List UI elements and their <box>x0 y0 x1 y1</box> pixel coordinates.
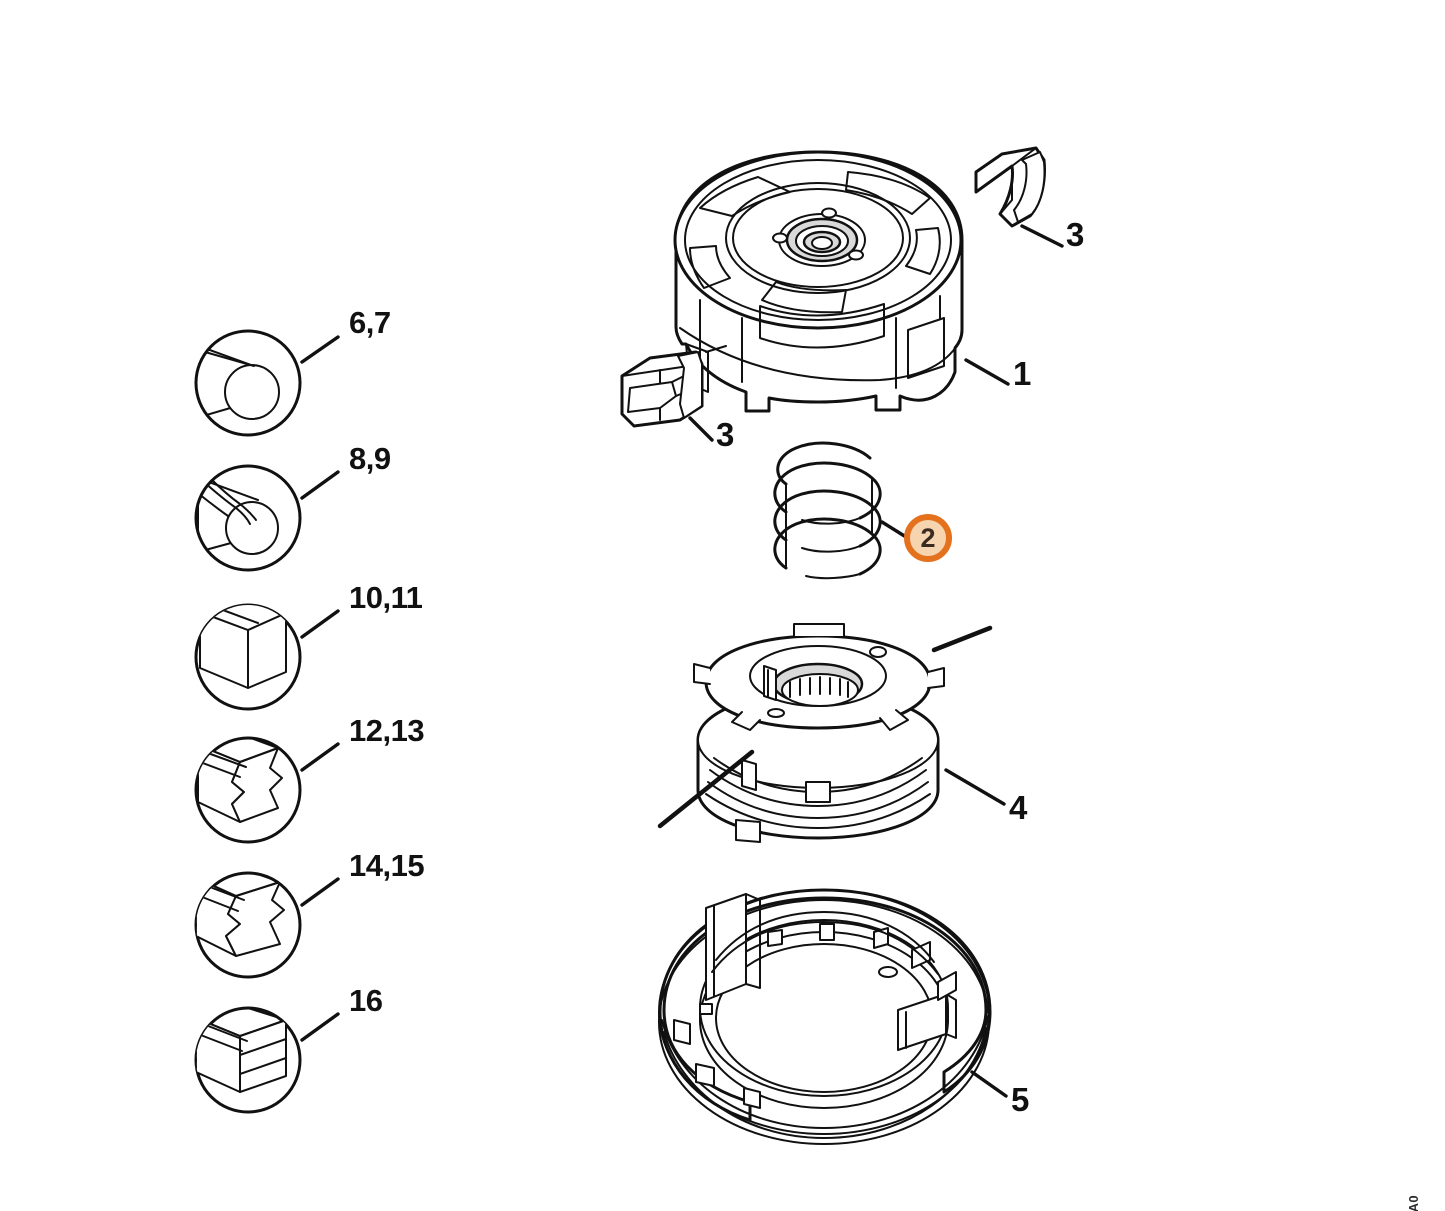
leader-part-3-lower <box>688 416 714 442</box>
callout-part-3-upper: 3 <box>1066 216 1084 253</box>
detail-label-12-13: 12,13 <box>349 713 425 748</box>
detail-label-10-11: 10,11 <box>349 580 423 615</box>
callout-part-4: 4 <box>1009 789 1027 826</box>
leader-part-3-upper <box>1020 224 1064 248</box>
part-cover-5 <box>658 888 992 1145</box>
detail-circle-10-11 <box>194 603 340 711</box>
part-clip-3-upper <box>974 146 1046 228</box>
highlight-badge-part-2[interactable]: 2 <box>904 514 952 562</box>
document-code: 4002-GET-0007-A0 <box>1406 1195 1421 1211</box>
detail-label-16: 16 <box>349 983 383 1018</box>
detail-label-8-9: 8,9 <box>349 441 391 476</box>
part-spring-2 <box>773 441 882 580</box>
detail-label-14-15: 14,15 <box>349 848 425 883</box>
callout-part-3-lower: 3 <box>716 416 734 453</box>
leader-part-1 <box>964 358 1010 386</box>
leader-part-4 <box>944 768 1006 806</box>
detail-circle-16 <box>194 1006 340 1114</box>
callout-part-1: 1 <box>1013 355 1031 392</box>
detail-label-6-7: 6,7 <box>349 305 391 340</box>
callout-part-5: 5 <box>1011 1081 1029 1118</box>
detail-circle-14-15 <box>194 871 340 979</box>
part-spool-4 <box>657 623 993 843</box>
part-housing-1 <box>673 150 964 413</box>
leader-part-5 <box>970 1070 1008 1098</box>
detail-circle-8-9 <box>194 464 340 572</box>
detail-circle-6-7 <box>194 329 340 437</box>
leader-part-2 <box>880 520 908 539</box>
detail-circle-12-13 <box>194 736 340 844</box>
part-clip-3-lower <box>620 350 704 428</box>
